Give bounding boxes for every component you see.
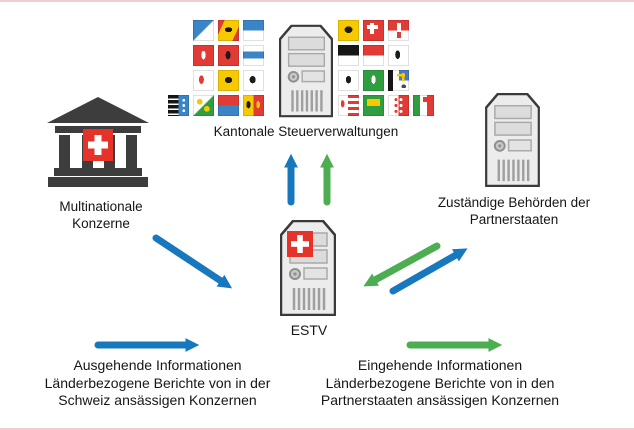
legend-outgoing-text: Ausgehende Informationen Länderbezogene … — [15, 357, 300, 410]
arrow-partners-to-estv — [363, 242, 441, 287]
estv-server-tower-swiss-flag-icon — [280, 220, 336, 316]
swiss-flag-icon — [287, 231, 313, 257]
flag-so-icon — [363, 45, 384, 66]
bottom-border-line — [0, 428, 634, 430]
bank-building-swiss-flag-icon — [47, 97, 149, 187]
legend-incoming-line2: Länderbezogene Berichte von in den — [325, 374, 555, 391]
flag-ju-icon — [338, 95, 359, 116]
legend-incoming-text: Eingehende Informationen Länderbezogene … — [295, 357, 585, 410]
multinationals-label: Multinationale Konzerne — [21, 199, 181, 232]
cantonal-flags-row-right-1 — [338, 20, 409, 41]
multinationals-label-line2: Konzerne — [72, 215, 130, 231]
flag-bl-icon — [193, 70, 214, 91]
partners-label-line2: Partnerstaaten — [469, 211, 559, 227]
flag-zh-icon — [193, 20, 214, 41]
flag-ne-icon — [413, 95, 434, 116]
top-border-line — [0, 0, 634, 2]
partners-label: Zuständige Behörden der Partnerstaaten — [414, 195, 614, 228]
cantonal-flags-row-left-2 — [193, 45, 264, 66]
partner-server-tower-icon — [485, 93, 540, 187]
flag-bs-icon — [388, 45, 409, 66]
legend-outgoing-line1: Ausgehende Informationen — [73, 357, 242, 373]
flag-sz-icon — [363, 20, 384, 41]
flag-be-icon — [218, 20, 239, 41]
multinationals-label-line1: Multinationale — [59, 199, 143, 214]
flag-ar-icon — [243, 70, 264, 91]
legend-outgoing-line3: Schweiz ansässigen Konzernen — [58, 392, 257, 408]
flag-ai-icon — [338, 70, 359, 91]
flag-gr-icon — [388, 70, 409, 91]
cantonal-flags-row-left-3 — [193, 70, 264, 91]
partners-label-line1: Zuständige Behörden der — [437, 195, 591, 210]
arrow-estv-to-partners — [389, 248, 468, 295]
flag-sg-icon — [363, 70, 384, 91]
cantonal-label: Kantonale Steuerverwaltungen — [213, 124, 399, 139]
flag-ur-icon — [338, 20, 359, 41]
flag-ge-icon — [243, 95, 264, 116]
flag-gl-icon — [218, 45, 239, 66]
flag-vd-icon — [363, 95, 384, 116]
cantonal-flags-row-right-3 — [338, 70, 409, 91]
flag-ti-icon — [218, 95, 239, 116]
flag-lu-icon — [243, 20, 264, 41]
estv-label: ESTV — [290, 322, 328, 338]
flag-ag-icon — [168, 95, 189, 116]
legend-outgoing-line2: Länderbezogene Berichte von in der — [44, 374, 271, 391]
cantonal-server-tower-icon — [279, 24, 333, 118]
cantonal-flags-row-right-4 — [338, 95, 434, 116]
legend-incoming-line3: Partnerstaaten ansässigen Konzernen — [320, 392, 560, 408]
legend-incoming-line1: Eingehende Informationen — [357, 357, 523, 373]
flag-vs-icon — [388, 95, 409, 116]
flag-tg-icon — [193, 95, 214, 116]
flag-sh-icon — [218, 70, 239, 91]
flag-ow-icon — [388, 20, 409, 41]
cantonal-flags-row-right-2 — [338, 45, 409, 66]
flag-nw-icon — [193, 45, 214, 66]
flag-zg-icon — [243, 45, 264, 66]
cantonal-flags-row-left-4 — [168, 95, 264, 116]
cantonal-flags-row-left-1 — [193, 20, 264, 41]
flag-fr-icon — [338, 45, 359, 66]
arrow-konzerne-to-estv — [152, 234, 233, 289]
